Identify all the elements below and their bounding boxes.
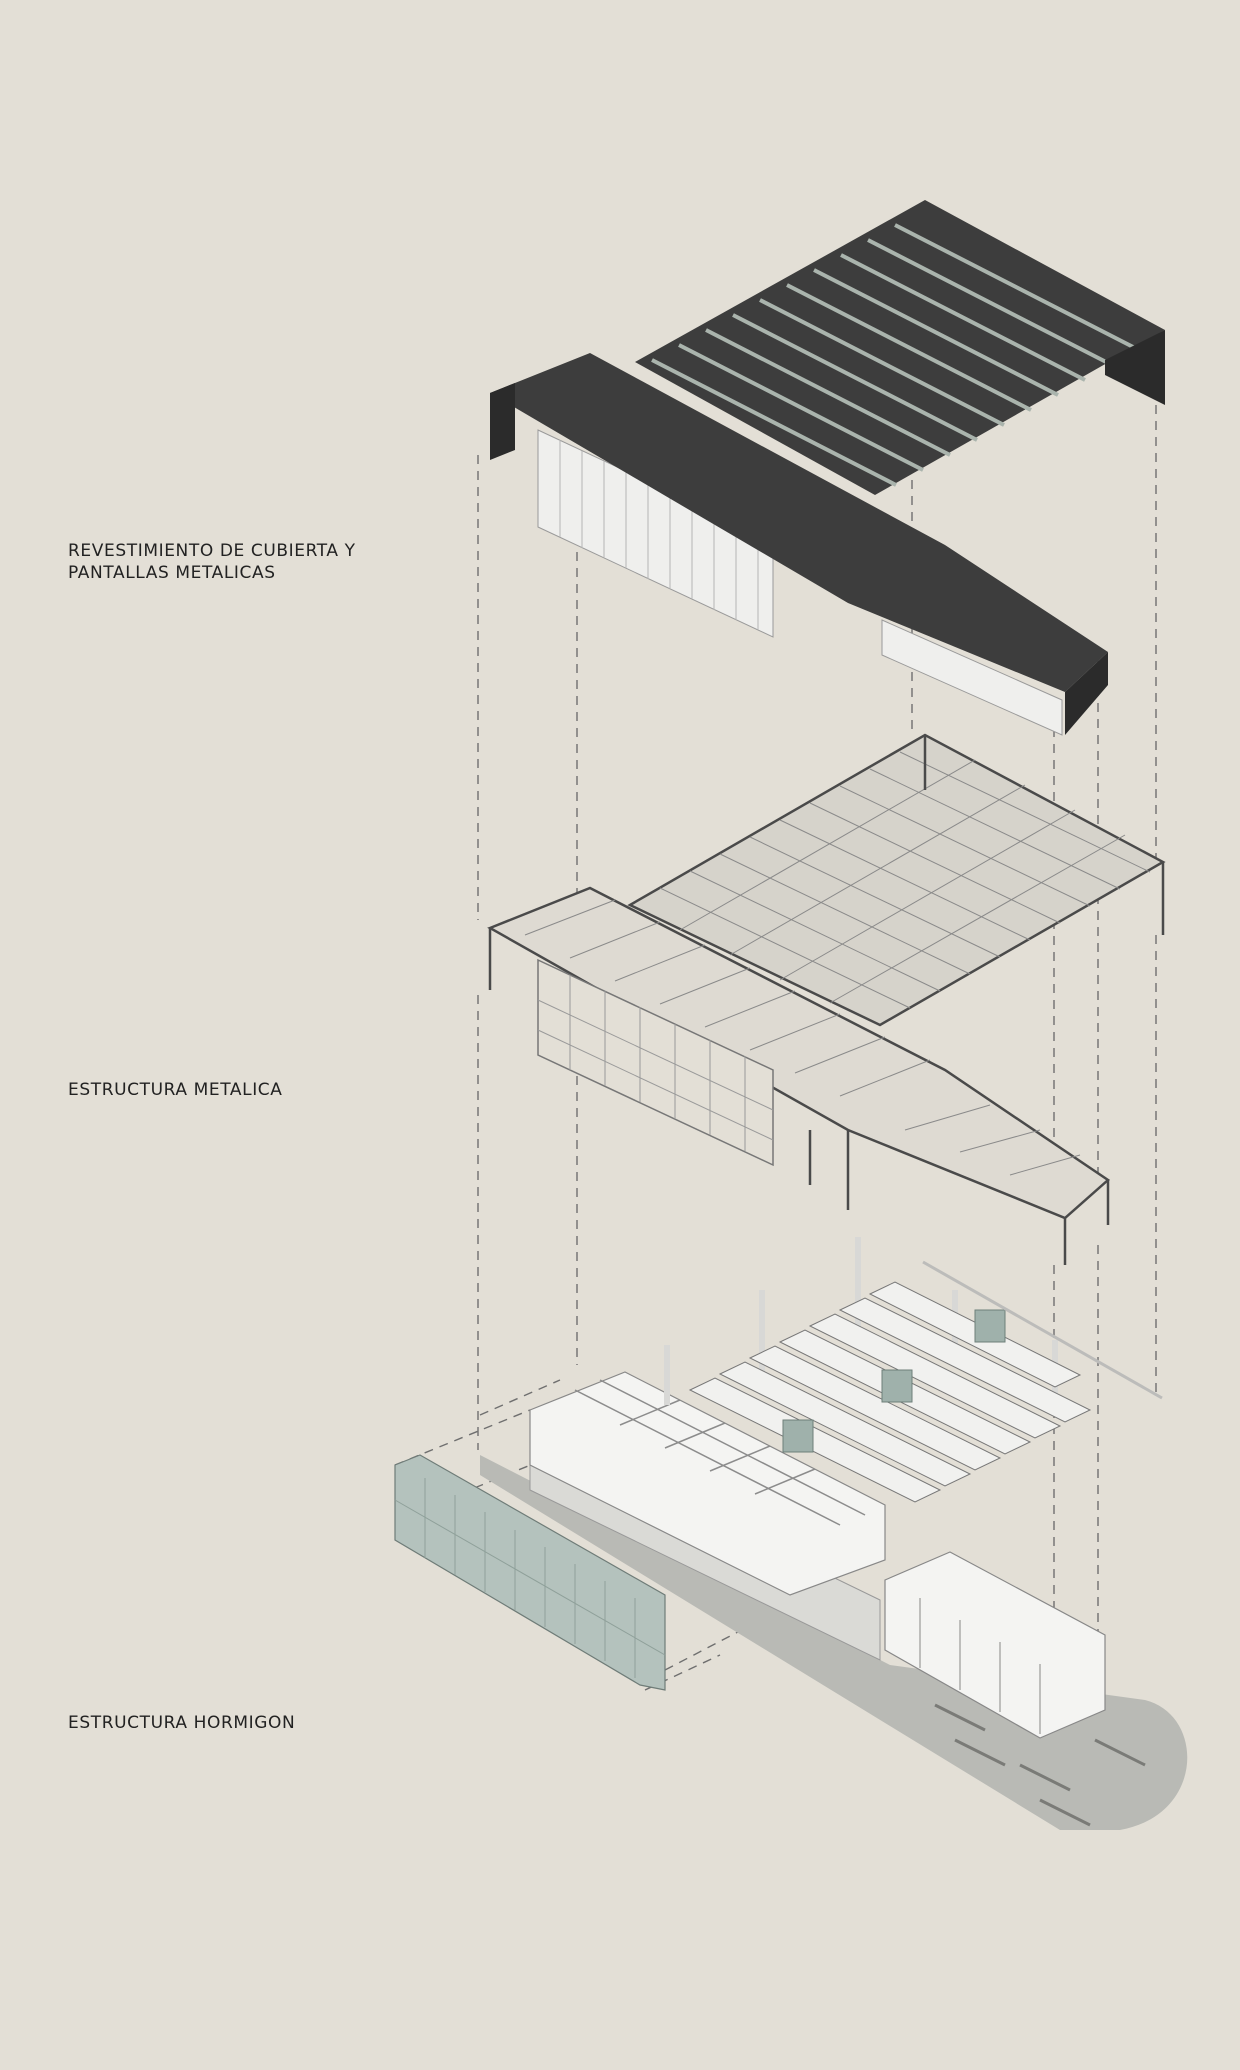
roof-right-end-flap [1065,652,1108,735]
steel-side-frame [537,958,774,1167]
label-roof-cladding: REVESTIMIENTO DE CUBIERTA Y PANTALLAS ME… [68,540,356,584]
steel-posts [488,735,1165,1265]
roof-left-flap [490,383,515,460]
steel-structure-layer [487,733,1166,1265]
floor-slab-markings [934,1703,1146,1827]
roof-cladding-layer [490,200,1165,736]
glass-boxes [782,1309,1006,1453]
roof-main-plane [490,353,1108,692]
steel-side-frame-lines [537,975,774,1151]
roof-right-flap [1105,330,1165,405]
glass-block-wall [394,1454,666,1691]
label-steel-structure: ESTRUCTURA METALICA [68,1080,283,1100]
label-roof-line-1: REVESTIMIENTO DE CUBIERTA Y [68,541,356,561]
steel-lower-wing-lines [524,899,1081,1176]
label-roof-line-2: PANTALLAS METALICAS [68,563,276,583]
roof-skylight-strips [651,223,1140,487]
roof-rear-screen [881,619,1063,736]
concrete-structure-layer [394,1237,1188,1830]
concrete-end-block [884,1551,1106,1739]
concrete-rail [922,1260,1163,1400]
roof-screen-slats [559,440,759,630]
concrete-end-block-frames [919,1598,1041,1734]
label-concrete-structure: ESTRUCTURA HORMIGON [68,1713,296,1733]
concrete-main-block [529,1371,886,1596]
glass-block-wall-tiles [394,1478,666,1678]
steel-upper-grid-lines [659,751,1151,1009]
